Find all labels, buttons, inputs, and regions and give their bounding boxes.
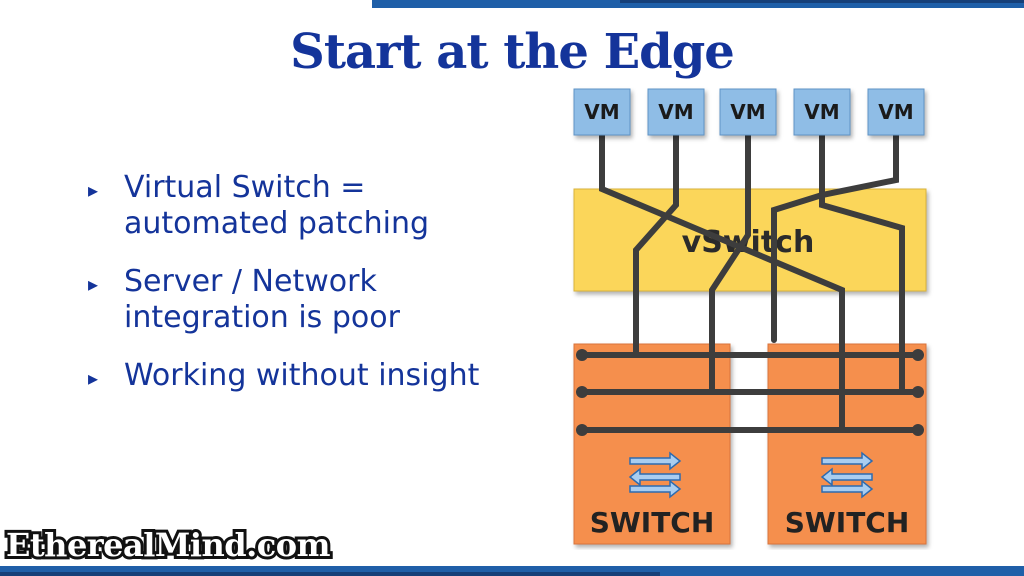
top-accent-bar-dark (620, 0, 1024, 3)
port-dot (912, 386, 924, 398)
bullet-text: Virtual Switch = automated patching (124, 170, 430, 241)
slide-title: Start at the Edge (290, 24, 735, 80)
top-accent-bar (372, 0, 1024, 8)
switch-arrows-icon (628, 451, 682, 499)
wire (709, 132, 751, 395)
port-dot (576, 349, 588, 361)
vm-box (719, 88, 777, 136)
wire (633, 132, 679, 358)
network-diagram: vSwitch VM VM VM VM VM (573, 88, 927, 545)
wire (771, 132, 899, 343)
bullet-text: Working without insight (124, 358, 480, 393)
switch-label: SWITCH (590, 506, 715, 539)
bullet-item: ▸ Virtual Switch = automated patching (88, 170, 538, 242)
vm-box (573, 88, 631, 136)
bottom-accent-bar (0, 566, 1024, 576)
bullet-arrow-icon: ▸ (88, 366, 99, 390)
bullet-arrow-icon: ▸ (88, 272, 99, 296)
patch-wires (579, 132, 921, 433)
port-dot (576, 386, 588, 398)
port-dot (576, 424, 588, 436)
bullet-item: ▸ Server / Network integration is poor (88, 264, 538, 336)
wire (819, 132, 905, 395)
bullet-list: ▸ Virtual Switch = automated patching ▸ … (88, 170, 538, 416)
vm-box (793, 88, 851, 136)
bullet-arrow-icon: ▸ (88, 178, 99, 202)
bullet-text: Server / Network integration is poor (124, 264, 400, 335)
physical-switch-box (573, 343, 731, 545)
bullet-item: ▸ Working without insight (88, 358, 538, 394)
vm-box (647, 88, 705, 136)
switch-label: SWITCH (785, 506, 910, 539)
wire (599, 132, 845, 433)
vm-label: VM (730, 100, 765, 124)
bottom-accent-bar-dark (0, 572, 660, 576)
port-dots (576, 349, 924, 436)
brand-logo: EtherealMind.com (3, 523, 333, 567)
vm-label: VM (804, 100, 839, 124)
port-dot (912, 424, 924, 436)
vm-label: VM (584, 100, 619, 124)
port-dot (912, 349, 924, 361)
vm-box (867, 88, 925, 136)
vm-label: VM (658, 100, 693, 124)
switch-arrows-icon (820, 451, 874, 499)
vm-label: VM (878, 100, 913, 124)
